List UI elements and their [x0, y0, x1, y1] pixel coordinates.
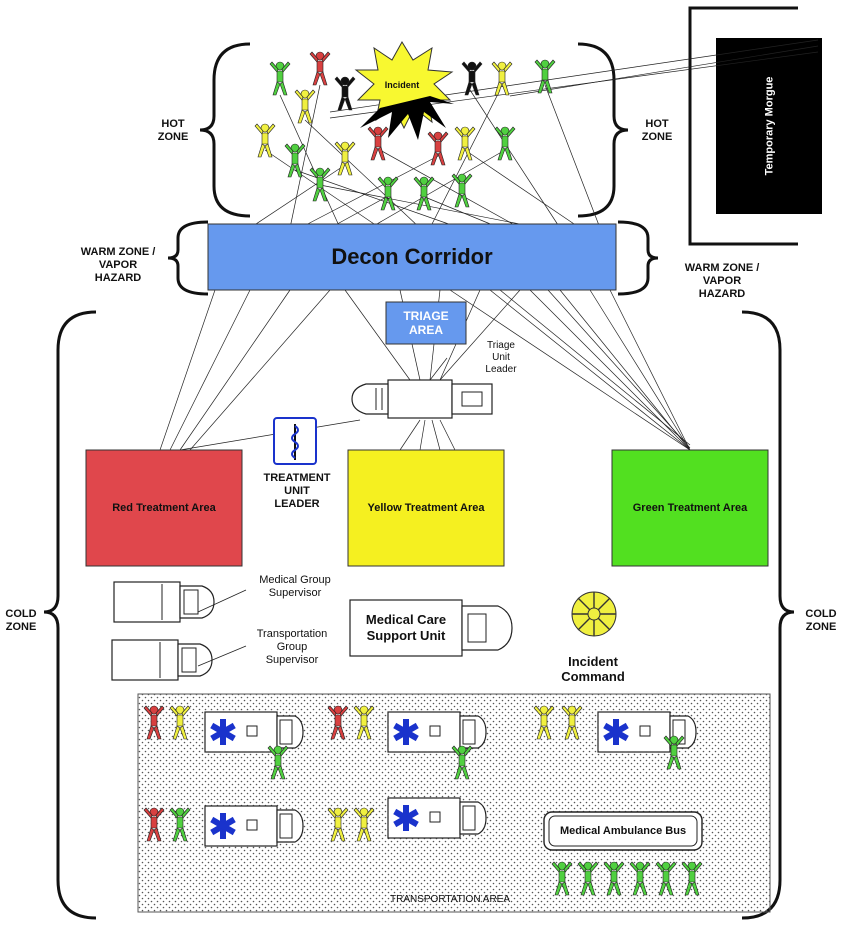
- hot-zone-label-right: HOT ZONE: [641, 118, 673, 143]
- morgue-label-wrap: Temporary Morgue: [716, 38, 822, 214]
- green-area-label: Green Treatment Area: [632, 502, 748, 514]
- transport-group-truck: [111, 639, 213, 681]
- ambulance-icon: [387, 797, 487, 839]
- victim-icon: [494, 126, 516, 161]
- red-treatment-area: [85, 449, 243, 567]
- decon-label: Decon Corridor: [331, 244, 493, 269]
- incident-label: Incident: [384, 80, 420, 90]
- victim-icon: [491, 61, 513, 96]
- morgue-label: Temporary Morgue: [763, 76, 775, 176]
- medical-ambulance-bus: [543, 811, 703, 851]
- transport-area-label: TRANSPORTATION AREA: [389, 894, 511, 905]
- triage-area-label: TRIAGE AREA: [403, 308, 449, 337]
- warm-zone-brace-right: [617, 220, 659, 296]
- ambulance-icon: [597, 711, 697, 753]
- hot-zone-brace-right: [577, 42, 629, 218]
- red-area-label: Red Treatment Area: [112, 502, 216, 514]
- victim-icon: [294, 89, 316, 124]
- triage-unit-vehicle: [351, 379, 493, 419]
- victim-icon: [309, 167, 331, 202]
- ambulance-icon: [387, 711, 487, 753]
- warm-zone-label-left: WARM ZONE / VAPOR HAZARD: [80, 246, 156, 284]
- ambulance-icon: [204, 711, 304, 753]
- decon-corridor: [207, 223, 617, 291]
- victim-icon: [451, 173, 473, 208]
- victim-icon: [309, 51, 331, 86]
- incident-command-label: Incident Command: [561, 654, 625, 685]
- triage-leader-label: Triage Unit Leader: [485, 340, 517, 375]
- mcsu-label: Medical Care Support Unit: [365, 612, 447, 643]
- triage-area: [385, 301, 467, 345]
- caduceus-icon: [273, 417, 317, 465]
- temporary-morgue: [716, 38, 822, 214]
- hot-zone-label-left: HOT ZONE: [157, 118, 189, 143]
- ambulance-bus-label: Medical Ambulance Bus: [559, 825, 687, 837]
- transport-group-label: Transportation Group Supervisor: [256, 628, 328, 666]
- victim-icon: [334, 76, 356, 111]
- victim-icon: [254, 123, 276, 158]
- medical-care-support-unit: [349, 599, 513, 657]
- ambulance-icon: [204, 805, 304, 847]
- warm-zone-label-right: WARM ZONE / VAPOR HAZARD: [684, 262, 760, 300]
- hot-zone-brace-left: [199, 42, 251, 218]
- victim-icon: [367, 126, 389, 161]
- medical-group-label: Medical Group Supervisor: [259, 574, 331, 599]
- cold-zone-label-left: COLD ZONE: [5, 608, 37, 633]
- incident-command-icon: [571, 591, 617, 637]
- morgue-bracket: [688, 6, 798, 246]
- victim-icon: [269, 61, 291, 96]
- yellow-treatment-area: [347, 449, 505, 567]
- treatment-leader-label: TREATMENT UNIT LEADER: [263, 472, 331, 510]
- yellow-area-label: Yellow Treatment Area: [367, 502, 485, 514]
- cold-zone-brace-right: [741, 310, 795, 920]
- cold-zone-brace-left: [43, 310, 97, 920]
- green-treatment-area: [611, 449, 769, 567]
- warm-zone-brace-left: [167, 220, 209, 296]
- incident-starburst: [354, 41, 454, 140]
- medical-group-truck: [113, 581, 215, 623]
- cold-zone-label-right: COLD ZONE: [805, 608, 837, 633]
